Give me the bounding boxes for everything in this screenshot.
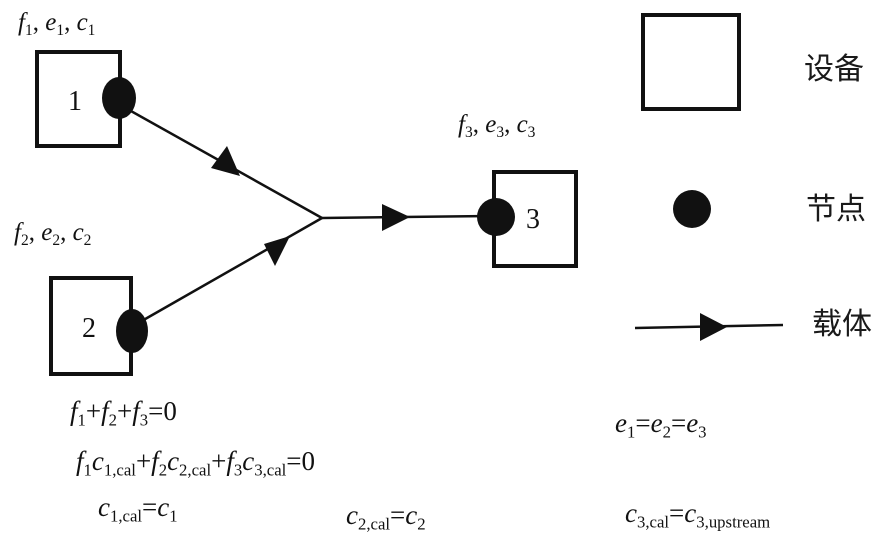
node-3 <box>477 198 515 236</box>
var-c: c <box>157 492 170 522</box>
var-c: c <box>91 446 104 476</box>
var-f: f <box>18 9 25 36</box>
sub: 3 <box>233 460 243 480</box>
var-c: c <box>346 500 358 530</box>
legend-carrier-label: 载体 <box>812 307 872 342</box>
sub: 3 <box>464 123 473 141</box>
device-3-number: 3 <box>526 204 540 235</box>
var-f: f <box>458 111 465 138</box>
var-f: f <box>76 446 84 476</box>
var-c: c <box>516 111 528 138</box>
sub: 1 <box>169 506 178 526</box>
carrier-2-arrow-icon <box>264 236 290 266</box>
op-eq: = <box>670 408 687 438</box>
node-1 <box>102 77 136 119</box>
sub: 1 <box>87 21 96 39</box>
sub: 1 <box>56 21 65 39</box>
var-f: f <box>226 446 234 476</box>
var-f: f <box>151 446 159 476</box>
op-eq: = <box>148 396 164 426</box>
device-1-vars: f1, e1, c1 <box>18 10 95 38</box>
sub: 1,cal <box>103 460 136 480</box>
eq-c3: c3,cal=c3,upstream <box>625 500 770 531</box>
sub: 3 <box>527 123 536 141</box>
var-c: c <box>167 446 180 476</box>
sub: 1 <box>77 410 86 430</box>
sub: 1 <box>626 422 636 442</box>
sub: 2 <box>108 410 118 430</box>
var-f: f <box>132 396 140 426</box>
sep: , <box>64 9 77 36</box>
device-2-vars: f2, e2, c2 <box>14 220 91 248</box>
legend-device-label: 设备 <box>804 52 864 87</box>
op-eq: = <box>142 492 158 522</box>
legend-node-label: 节点 <box>806 192 866 227</box>
device-2-number: 2 <box>82 313 96 344</box>
var-c: c <box>98 492 110 522</box>
op-eq: = <box>390 500 406 530</box>
op-plus: + <box>117 396 133 426</box>
sub: 2 <box>83 231 92 249</box>
sub: 3,upstream <box>696 512 771 532</box>
sub: 2,cal <box>357 514 391 534</box>
sub: 1 <box>24 21 33 39</box>
sub: 1,cal <box>109 506 143 526</box>
carrier-3-arrow-icon <box>382 204 410 231</box>
legend-device-icon <box>641 13 741 111</box>
device-3-vars: f3, e3, c3 <box>458 112 535 140</box>
var-e: e <box>41 219 53 246</box>
eq-mixing: f1c1,cal+f2c2,cal+f3c3,cal=0 <box>76 448 315 479</box>
sub: 3,cal <box>636 512 670 532</box>
var-c: c <box>72 219 84 246</box>
eq-pressure: e1=e2=e3 <box>615 410 707 441</box>
sub: 2 <box>662 422 671 442</box>
sub: 3,cal <box>254 460 287 480</box>
sep: , <box>28 219 42 246</box>
sub: 3 <box>698 422 707 442</box>
carrier-1-arrow-icon <box>211 146 240 176</box>
sub: 2 <box>20 231 29 249</box>
op-eq: = <box>286 446 302 476</box>
node-2 <box>116 309 148 353</box>
var-c: c <box>405 500 418 530</box>
var-e: e <box>485 111 497 138</box>
carrier-2-line <box>139 216 323 324</box>
legend-node-icon <box>673 190 711 228</box>
rhs: 0 <box>301 446 316 476</box>
op-plus: + <box>135 446 152 476</box>
var-e: e <box>650 408 663 438</box>
op-eq: = <box>635 408 651 438</box>
sub: 1 <box>83 460 92 480</box>
var-c: c <box>76 9 88 36</box>
eq-flow-balance: f1+f2+f3=0 <box>70 398 177 429</box>
var-f: f <box>14 219 21 246</box>
device-1-number: 1 <box>68 86 82 117</box>
sep: , <box>60 219 73 246</box>
legend-carrier-arrow-icon <box>700 313 727 341</box>
sub: 2 <box>417 514 426 534</box>
sep: , <box>472 111 486 138</box>
op-plus: + <box>85 396 102 426</box>
var-e: e <box>615 408 627 438</box>
var-e: e <box>45 9 57 36</box>
sep: , <box>32 9 46 36</box>
sep: , <box>504 111 517 138</box>
eq-c1: c1,cal=c1 <box>98 494 178 525</box>
op-eq: = <box>669 498 685 528</box>
var-f: f <box>101 396 109 426</box>
var-e: e <box>686 408 699 438</box>
var-f: f <box>70 396 78 426</box>
sub: 2 <box>52 231 61 249</box>
sub: 3 <box>496 123 505 141</box>
eq-c2: c2,cal=c2 <box>346 502 426 533</box>
var-c: c <box>625 498 637 528</box>
sub: 2 <box>158 460 168 480</box>
rhs: 0 <box>163 396 177 426</box>
sub: 2,cal <box>179 460 212 480</box>
var-c: c <box>242 446 255 476</box>
op-plus: + <box>211 446 227 476</box>
var-c: c <box>684 498 697 528</box>
sub: 3 <box>139 410 149 430</box>
